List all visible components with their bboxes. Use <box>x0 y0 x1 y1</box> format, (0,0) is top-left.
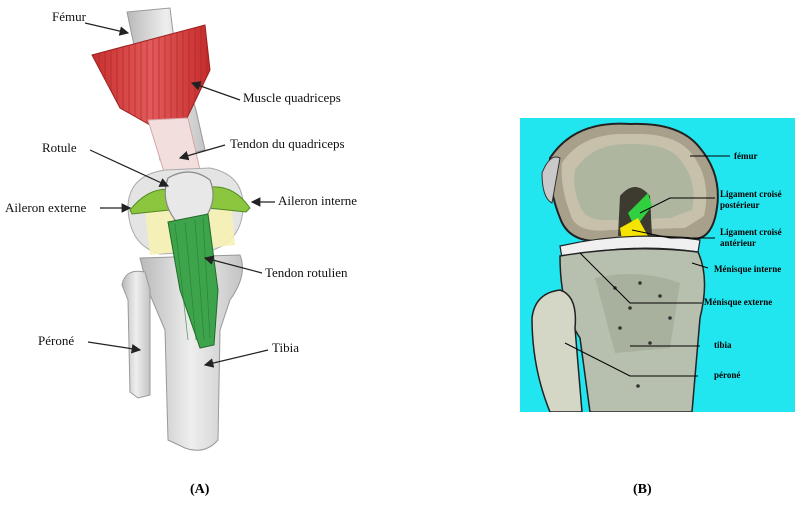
label-medial-wing: Aileron interne <box>278 193 357 209</box>
label-fibula-b: péroné <box>714 370 740 380</box>
label-lateral-wing: Aileron externe <box>5 200 86 216</box>
label-quadriceps-muscle: Muscle quadriceps <box>243 90 341 106</box>
fibula-bone <box>122 271 150 398</box>
label-femur-b: fémur <box>734 151 758 161</box>
label-acl-line2: antérieur <box>720 238 756 248</box>
fibula-b <box>532 290 582 412</box>
label-lateral-meniscus: Ménisque externe <box>704 297 772 307</box>
label-acl-line1: Ligament croisé <box>720 227 782 237</box>
caption-panel-a: (A) <box>190 482 209 498</box>
label-patellar-tendon: Tendon rotulien <box>265 265 348 281</box>
label-patella: Rotule <box>42 140 77 156</box>
label-medial-meniscus: Ménisque interne <box>714 264 781 274</box>
label-pcl-line1: Ligament croisé <box>720 189 782 199</box>
label-fibula-a: Péroné <box>38 333 74 349</box>
panel-a-illustration <box>0 0 400 480</box>
label-femur-a: Fémur <box>52 9 86 25</box>
label-quadriceps-tendon: Tendon du quadriceps <box>230 136 345 152</box>
label-tibia-a: Tibia <box>272 340 299 356</box>
label-tibia-b: tibia <box>714 340 732 350</box>
label-pcl-line2: postérieur <box>720 200 760 210</box>
caption-panel-b: (B) <box>633 482 652 498</box>
